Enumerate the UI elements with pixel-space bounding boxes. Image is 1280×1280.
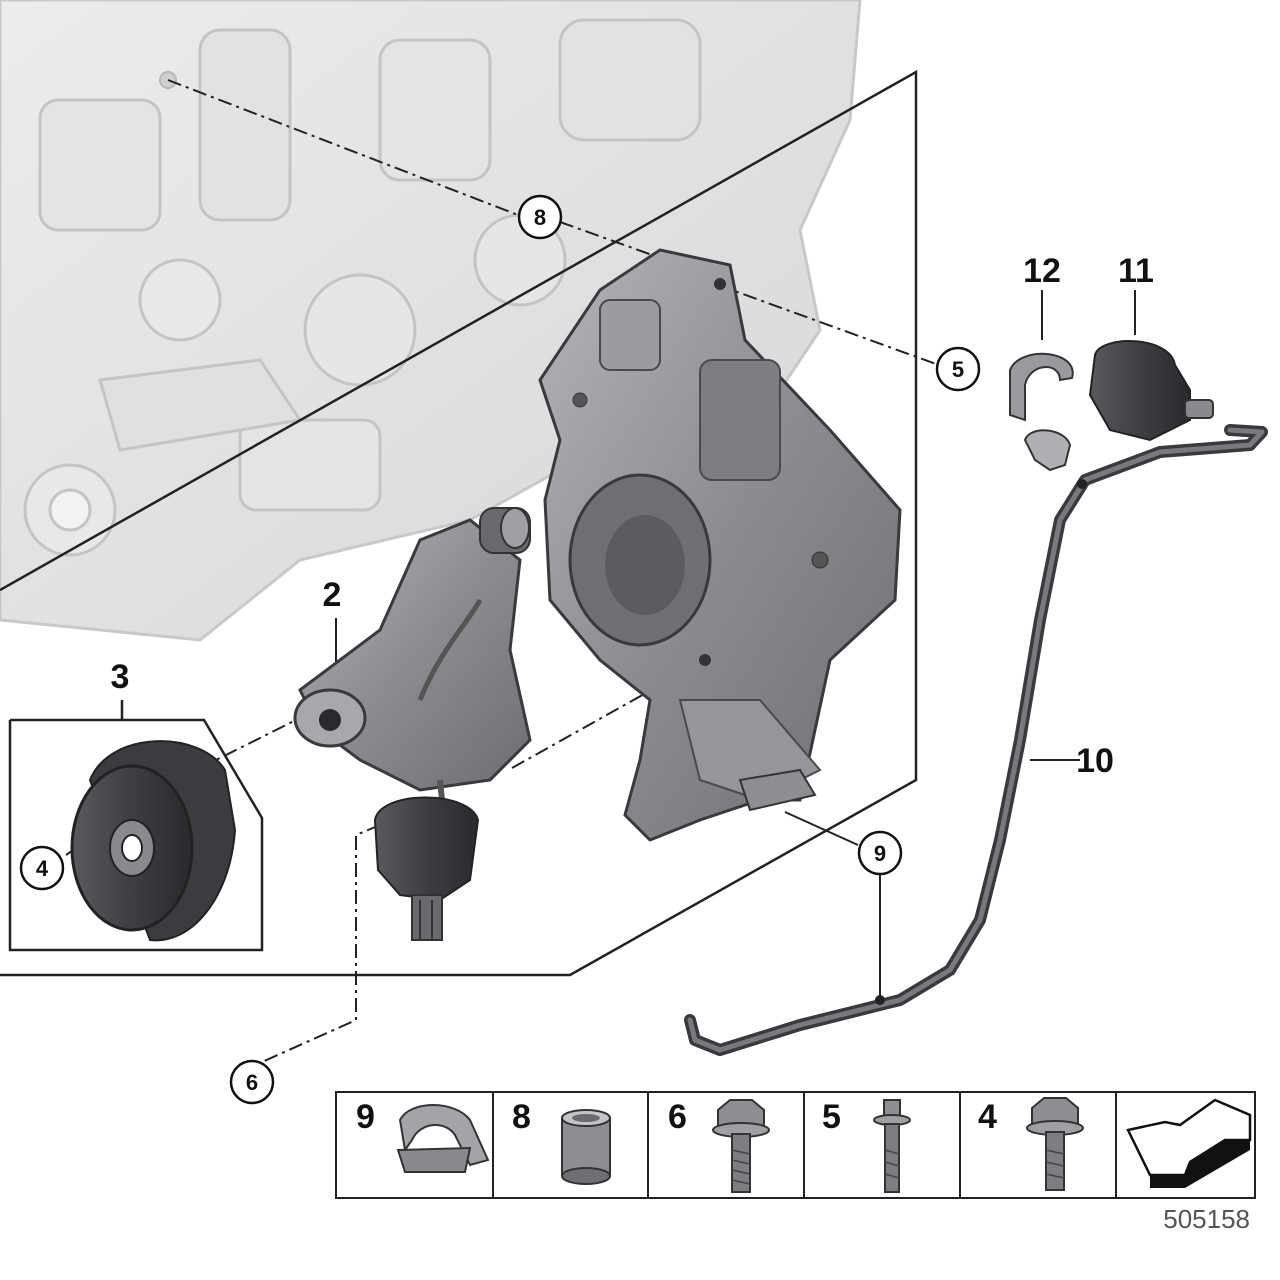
bolt-icon-6: [712, 1099, 770, 1193]
legend-number-5: 5: [822, 1098, 841, 1136]
bolt-icon-4: [1026, 1097, 1084, 1191]
part-label-12: 12: [1023, 252, 1061, 290]
pulley-bracket: [8, 718, 264, 952]
diagram-id: 505158: [1163, 1204, 1250, 1234]
part-label-11: 11: [1118, 252, 1154, 290]
legend-number-9: 9: [356, 1098, 375, 1136]
callout-6-label: 6: [246, 1070, 258, 1095]
stud-bolt-icon: [873, 1099, 911, 1193]
callout-6: 6: [229, 1059, 275, 1105]
hose-clamp: [1009, 352, 1074, 472]
vent-hose: [684, 424, 1268, 1056]
part-label-2: 2: [323, 576, 342, 614]
clip-icon: [396, 1104, 490, 1173]
coolant-valve: [373, 796, 480, 941]
legend-number-8: 8: [512, 1098, 531, 1136]
direction-arrow-icon: [1126, 1098, 1252, 1188]
legend-number-4: 4: [978, 1098, 997, 1136]
bracket-clip: [738, 768, 817, 812]
pump-pulley: [70, 740, 237, 942]
callout-4-label: 4: [36, 856, 49, 881]
legend-number-6: 6: [668, 1098, 687, 1136]
part-label-10: 10: [1076, 742, 1114, 780]
leader-lines: [167, 79, 937, 1063]
callout-8: 8: [517, 194, 563, 240]
callout-9: 9: [857, 830, 903, 876]
callout-9-label: 9: [874, 841, 886, 866]
pump-housing-bracket: [538, 248, 902, 842]
sleeve-icon: [561, 1109, 611, 1185]
part-label-3: 3: [111, 658, 130, 696]
callout-8-label: 8: [534, 205, 546, 230]
callout-4: 4: [19, 845, 65, 891]
vent-valve: [1088, 340, 1214, 442]
assembly-frame: [0, 69, 918, 977]
callout-5-label: 5: [952, 357, 964, 382]
small-parts-legend: 9 8 6 5: [335, 1091, 1256, 1199]
water-pump: [293, 507, 532, 831]
callout-5: 5: [935, 346, 981, 392]
